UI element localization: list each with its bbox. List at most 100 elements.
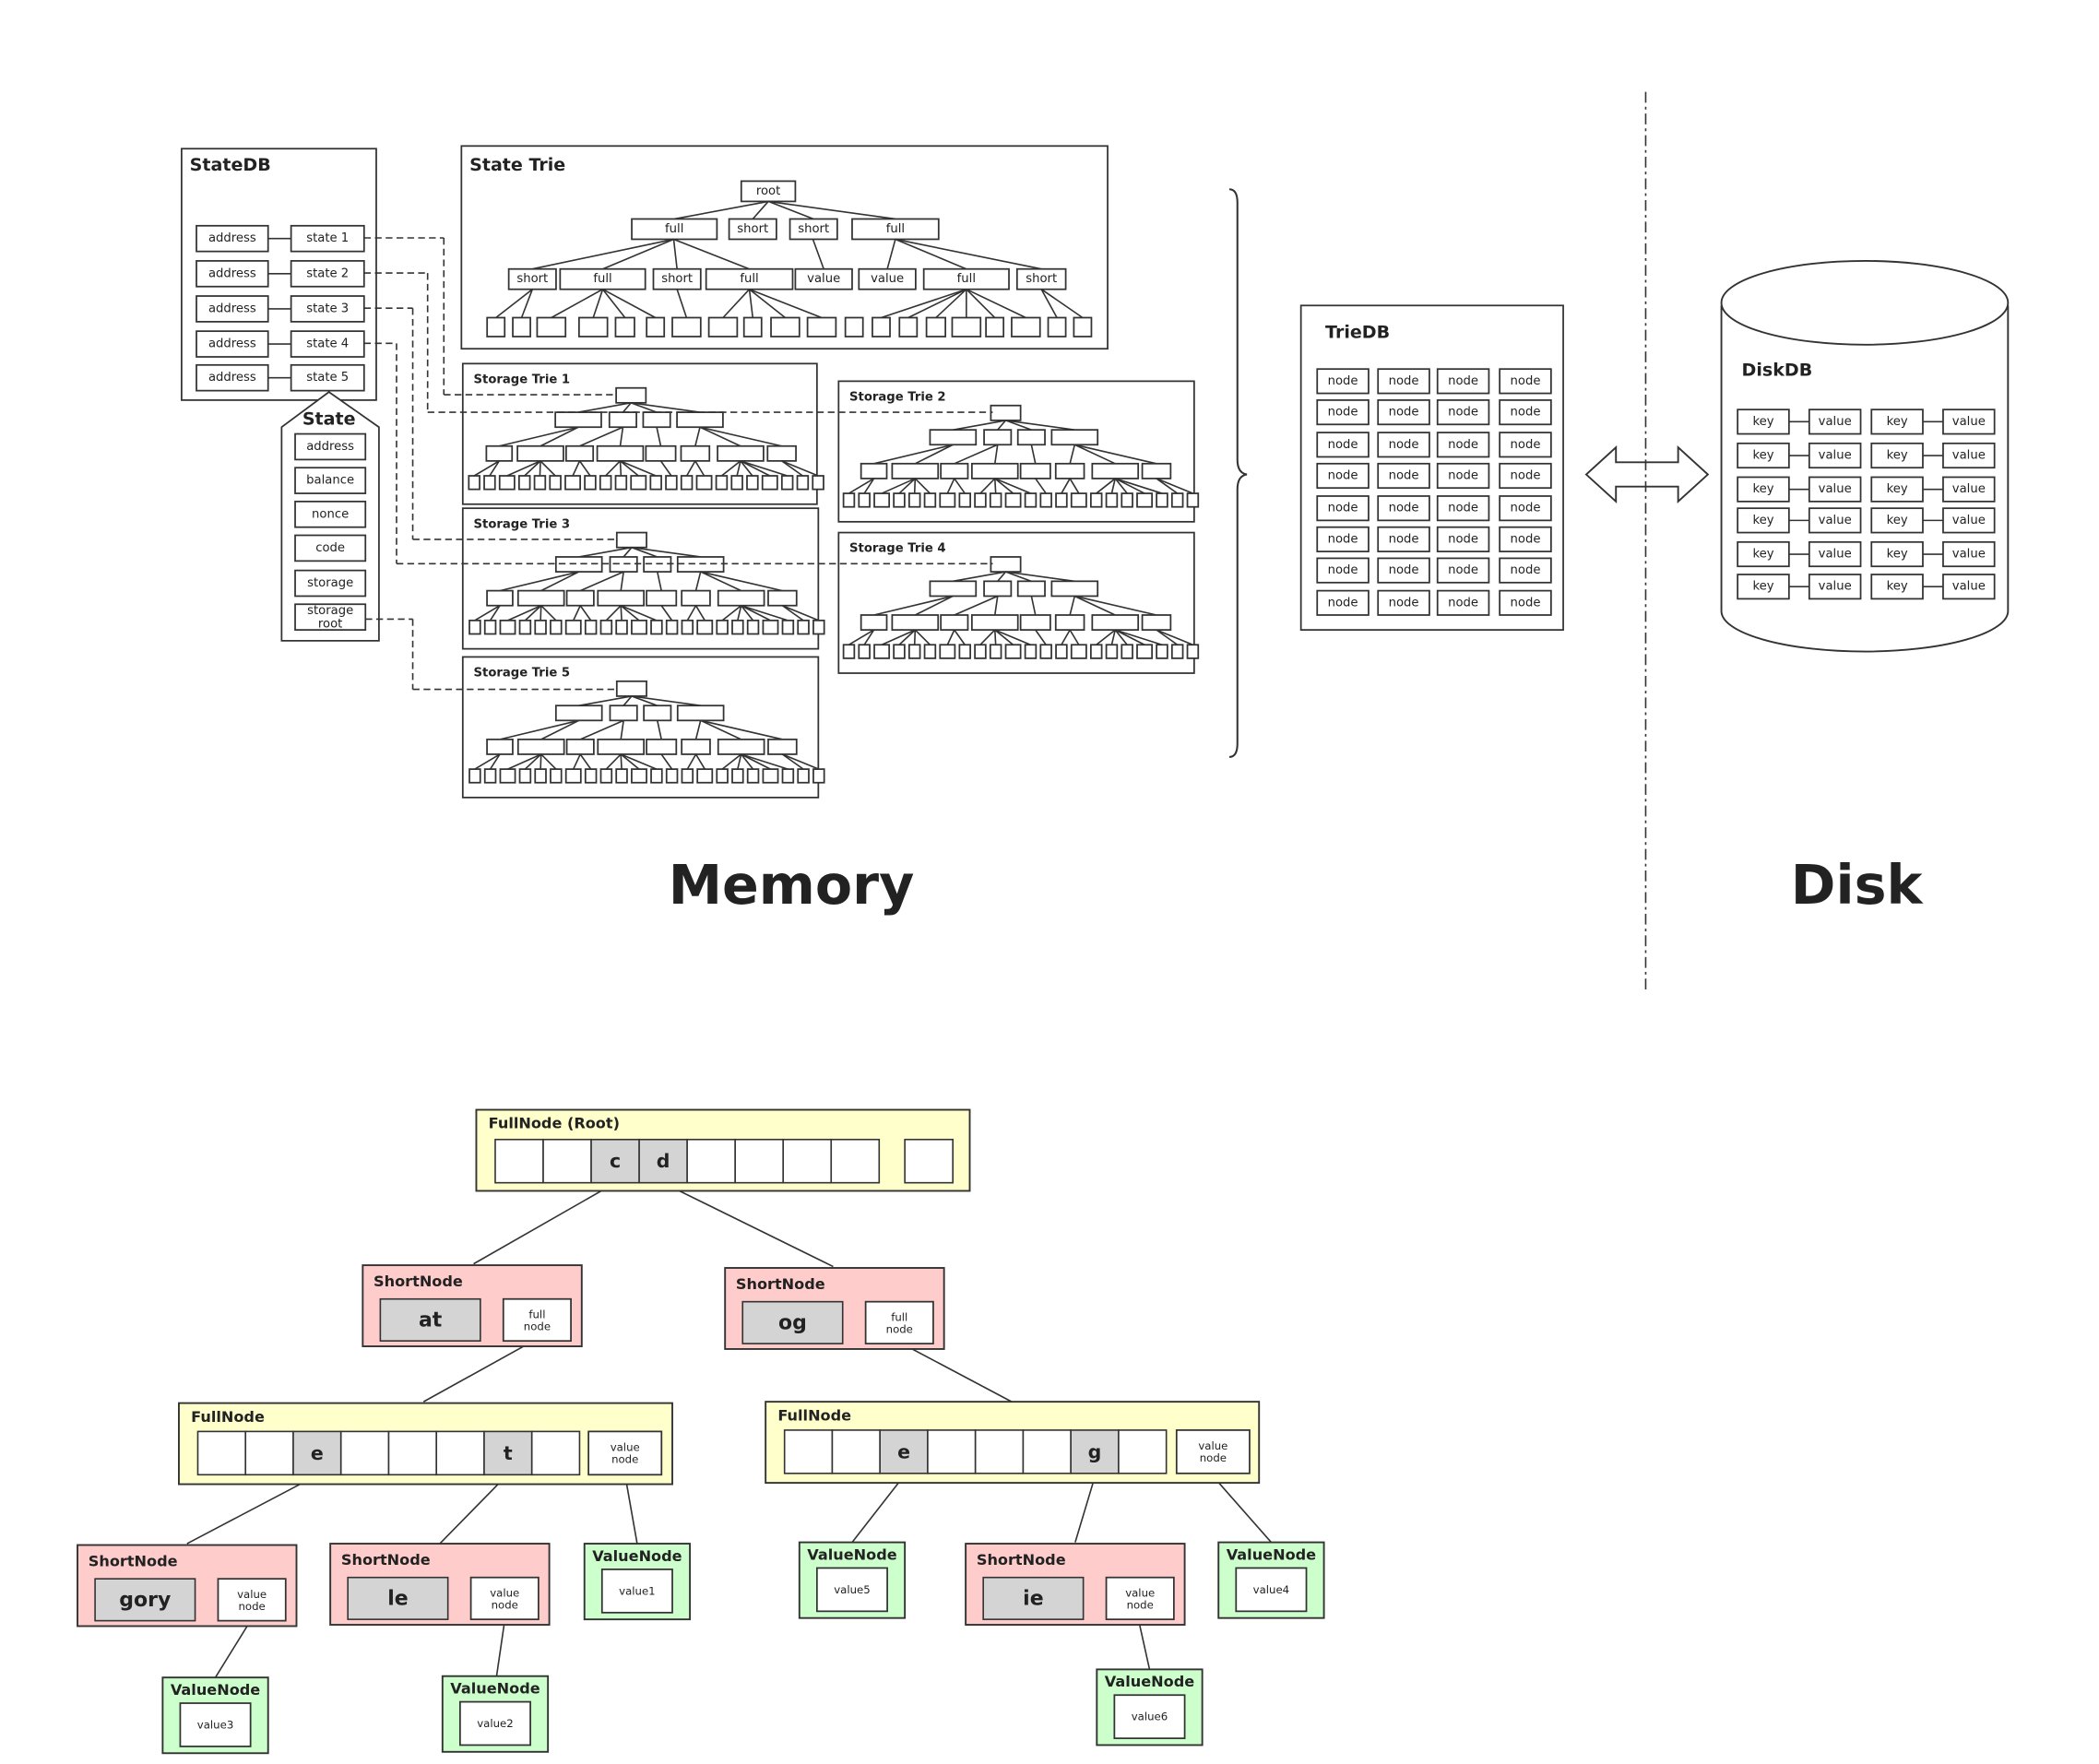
storage-trie-leaf: [1024, 492, 1038, 508]
storage-trie-edge: [913, 630, 917, 645]
diskdb-key-cell: key: [1737, 574, 1790, 600]
fullnode-root-slot-label: c: [610, 1150, 621, 1172]
state-trie-edge: [551, 288, 603, 319]
state-trie-leaf: [614, 316, 635, 337]
trie-edge: [473, 1181, 616, 1265]
diskdb-key-cell: key: [1870, 408, 1924, 435]
storage-trie-edge: [953, 571, 1006, 583]
storage-trie-leaf: [1070, 492, 1087, 508]
storage-trie-node: [717, 738, 765, 755]
storage-trie-node: [1016, 429, 1046, 446]
storage-trie-leaf: [1121, 644, 1133, 659]
storage-trie-leaf: [599, 475, 612, 491]
valuenode-4-value-box: [1235, 1567, 1308, 1613]
state-trie-edge: [495, 289, 533, 319]
state-trie-l2-node-text: full: [740, 272, 758, 286]
disk-section-title: Disk: [1791, 854, 1925, 917]
diskdb-value-cell-box: [1942, 476, 1996, 503]
state-trie-l2-node-text: short: [516, 272, 548, 286]
storage-trie-edge: [721, 605, 742, 622]
state-trie-leaf: [844, 316, 864, 337]
storage-trie-3-panel: Storage Trie 3: [461, 507, 825, 650]
statedb-address-cell: address: [196, 330, 269, 358]
storage-trie-edge: [781, 753, 804, 770]
storage-trie-leaf: [518, 619, 532, 635]
state-field-0-box: [294, 432, 367, 461]
storage-trie-root: [990, 556, 1022, 573]
triedb-node-cell: node: [1316, 432, 1370, 458]
storage-trie-node: [642, 411, 671, 429]
storage-trie-edge: [577, 402, 632, 413]
storage-trie-edge: [898, 629, 916, 645]
triedb-node-cell: node: [1316, 495, 1370, 522]
state-field-3-box: [294, 534, 367, 562]
valuenode-6-title: ValueNode: [1105, 1673, 1194, 1690]
storage-trie-leaf: [893, 492, 906, 508]
storage-trie-title: Storage Trie 3: [474, 517, 571, 531]
storage-trie-edge: [540, 426, 579, 447]
storage-trie-edge: [540, 719, 580, 740]
fullnode-root-slot-d: [638, 1138, 688, 1184]
triedb-node-cell-text: node: [1328, 596, 1358, 610]
trie-edge: [623, 1474, 638, 1545]
storage-trie-node: [486, 589, 514, 607]
fullnode-right-value-node-slot: [1175, 1429, 1251, 1474]
storage-trie-leaf: [549, 475, 562, 491]
storage-trie-node: [646, 738, 678, 755]
state-trie-edge: [520, 289, 534, 318]
shortnode-ie-title: ShortNode: [977, 1551, 1066, 1569]
storage-trie-leaf: [797, 768, 810, 784]
storage-trie-leaf: [974, 644, 987, 659]
statedb-state-cell-text: state 5: [306, 371, 349, 385]
storage-root-links: [363, 237, 993, 691]
shortnode-gory-ref-box: [217, 1578, 287, 1622]
triedb-node-cell-box: [1316, 399, 1370, 426]
triedb-node-cell-text: node: [1389, 596, 1419, 610]
triedb-node-cell: node: [1377, 432, 1430, 458]
storage-trie-leaf: [564, 619, 582, 635]
storage-trie-node: [516, 589, 565, 607]
storage-trie-node: [940, 462, 969, 479]
example-trie-edges: [186, 1181, 1273, 1678]
state-trie-edge: [895, 238, 967, 270]
storage-trie-edge: [507, 753, 542, 770]
triedb-node-cell-text: node: [1511, 563, 1541, 577]
fullnode-root-slot-empty: [830, 1138, 881, 1184]
statedb-state-cell-box: [290, 363, 365, 392]
storage-trie-leaf: [614, 475, 628, 491]
triedb-node-cell: node: [1436, 589, 1490, 616]
storage-trie-edge: [740, 460, 788, 477]
state-trie-l1-node: short: [789, 218, 838, 241]
fullnode-right-slot-g: [1070, 1429, 1120, 1474]
state-trie-l2-node-box: [794, 267, 853, 290]
storage-trie-edge: [1005, 571, 1032, 583]
storage-trie-leaf: [630, 475, 647, 491]
storage-trie-edge: [499, 571, 579, 592]
diskdb-key-cell-text: key: [1887, 482, 1908, 496]
triedb-node-cell-box: [1377, 526, 1430, 552]
state-trie-l1-node-text: full: [665, 222, 683, 236]
storage-trie-edge: [914, 478, 931, 494]
state-trie-edge: [767, 200, 895, 220]
valuenode-3-title: ValueNode: [171, 1681, 260, 1699]
storage-trie-leaf: [599, 768, 613, 784]
state-field-2-box: [294, 500, 367, 528]
state-trie-edge: [676, 289, 688, 318]
storage-trie-edge: [474, 605, 501, 622]
storage-trie-edge: [1005, 420, 1075, 431]
state-trie-l2-node-box: [858, 267, 917, 290]
storage-trie-leaf: [715, 475, 729, 491]
fullnode-root-slot-empty: [542, 1138, 592, 1184]
triedb-node-cell-text: node: [1511, 374, 1541, 388]
storage-trie-edge: [782, 604, 820, 622]
storage-trie-leaf: [716, 768, 729, 784]
state-trie-l2-node-box: [652, 267, 702, 290]
storage-trie-leaf: [842, 492, 856, 508]
triedb-node-cell-text: node: [1389, 468, 1419, 482]
shortnode-at-ref-box: [502, 1297, 572, 1343]
state-trie-leaf: [577, 316, 609, 337]
